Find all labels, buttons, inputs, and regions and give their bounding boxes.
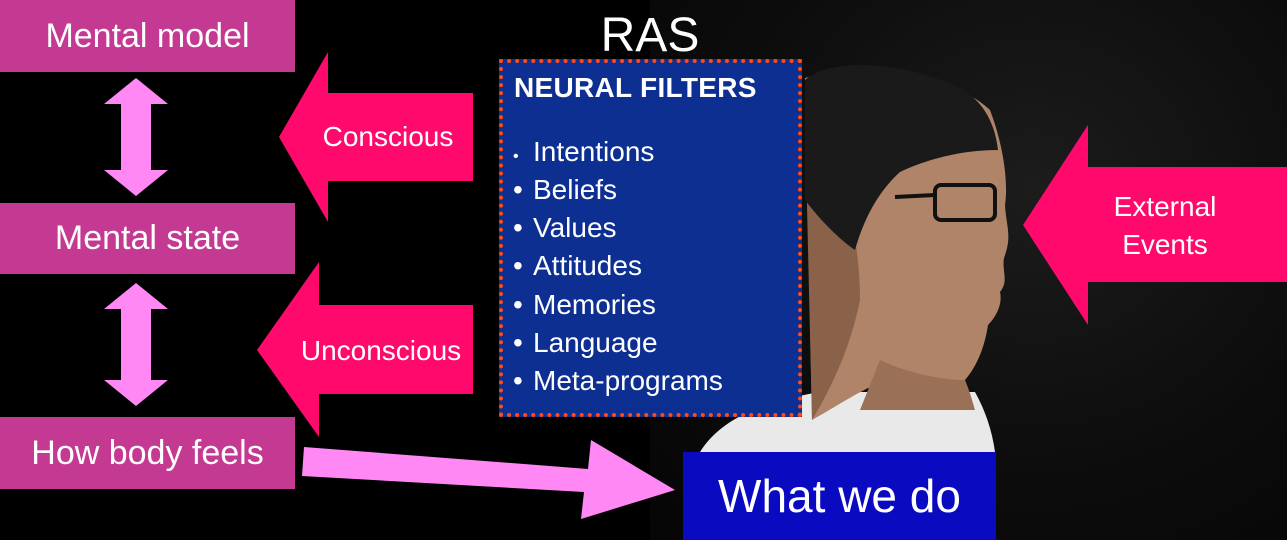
arrow-external-events xyxy=(1023,125,1287,325)
mental-state-box: Mental state xyxy=(0,203,295,274)
double-arrow-model-state xyxy=(104,78,168,196)
bullet-icon: • xyxy=(513,148,519,165)
external-label-line1: External xyxy=(1113,191,1217,222)
filter-item: •Language xyxy=(513,327,658,358)
unconscious-label: Unconscious xyxy=(300,335,462,366)
neural-filters-title: NEURAL FILTERS xyxy=(514,72,757,103)
neural-filters-panel: NEURAL FILTERS •Intentions •Beliefs •Val… xyxy=(499,59,802,417)
filter-item: •Intentions xyxy=(513,136,655,167)
double-arrow-state-body xyxy=(104,283,168,406)
mental-model-box: Mental model xyxy=(0,0,295,72)
conscious-label: Conscious xyxy=(322,121,454,152)
bullet-icon: • xyxy=(513,250,523,281)
filter-item: •Attitudes xyxy=(513,250,642,281)
what-we-do-box: What we do xyxy=(683,452,996,540)
bullet-icon: • xyxy=(513,327,523,358)
bullet-icon: • xyxy=(513,289,523,320)
filter-item: •Meta-programs xyxy=(513,365,723,396)
ras-title: RAS xyxy=(600,9,700,62)
arrow-conscious xyxy=(279,52,473,222)
glasses-icon xyxy=(894,183,997,222)
filter-item: •Memories xyxy=(513,289,656,320)
body-feels-box: How body feels xyxy=(0,417,295,489)
bullet-icon: • xyxy=(513,365,523,396)
bullet-icon: • xyxy=(513,174,523,205)
portrait-beanie xyxy=(805,65,998,250)
external-events-label: External Events xyxy=(1090,188,1240,264)
bullet-icon: • xyxy=(513,212,523,243)
filter-item: •Beliefs xyxy=(513,174,618,205)
portrait-image xyxy=(700,65,1009,452)
arrow-unconscious xyxy=(257,262,473,437)
external-label-line2: Events xyxy=(1122,229,1208,260)
filter-item: •Values xyxy=(513,212,617,243)
arrow-body-to-action xyxy=(302,440,675,519)
portrait-neck xyxy=(860,360,975,410)
